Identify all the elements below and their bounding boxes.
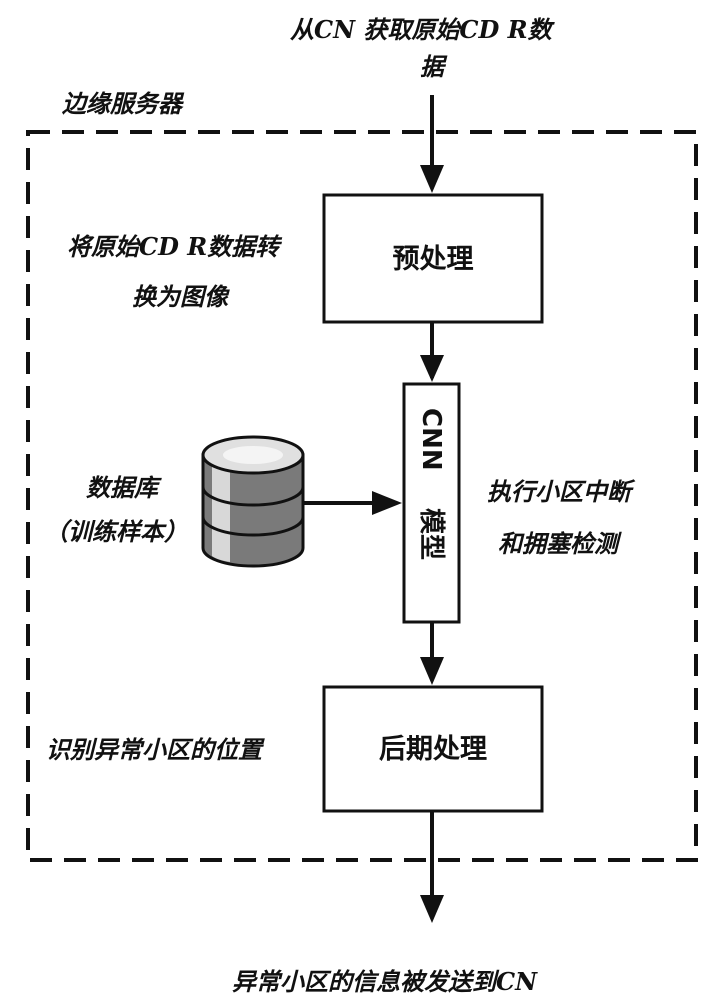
database-label-line2: （训练样本）: [44, 517, 188, 546]
input-label-line2: 据: [420, 52, 448, 81]
postprocess-box-label: 后期处理: [379, 734, 487, 765]
database-label-line1: 数据库: [86, 473, 162, 502]
cnn-side-line2: 和拥塞检测: [498, 529, 622, 558]
input-label-line1: 从CN 获取原始CD R数: [290, 15, 556, 44]
database-icon: [203, 437, 303, 566]
arrowhead-input: [420, 165, 444, 193]
arrowhead-output: [420, 895, 444, 923]
cnn-model-label: 模型: [416, 508, 446, 560]
preprocess-box-label: 预处理: [393, 244, 474, 275]
arrowhead-preprocess-cnn: [420, 355, 444, 382]
cnn-side-line1: 执行小区中断: [487, 477, 636, 506]
preprocess-side-line2: 换为图像: [132, 282, 230, 311]
container-label: 边缘服务器: [61, 89, 185, 118]
postprocess-side-label: 识别异常小区的位置: [46, 735, 265, 764]
cnn-label: CNN: [416, 408, 446, 471]
preprocess-side-line1: 将原始CD R数据转: [67, 232, 283, 261]
output-label: 异常小区的信息被发送到CN: [232, 967, 538, 996]
arrowhead-cnn-postprocess: [420, 657, 444, 685]
arrowhead-database-cnn: [372, 491, 402, 515]
